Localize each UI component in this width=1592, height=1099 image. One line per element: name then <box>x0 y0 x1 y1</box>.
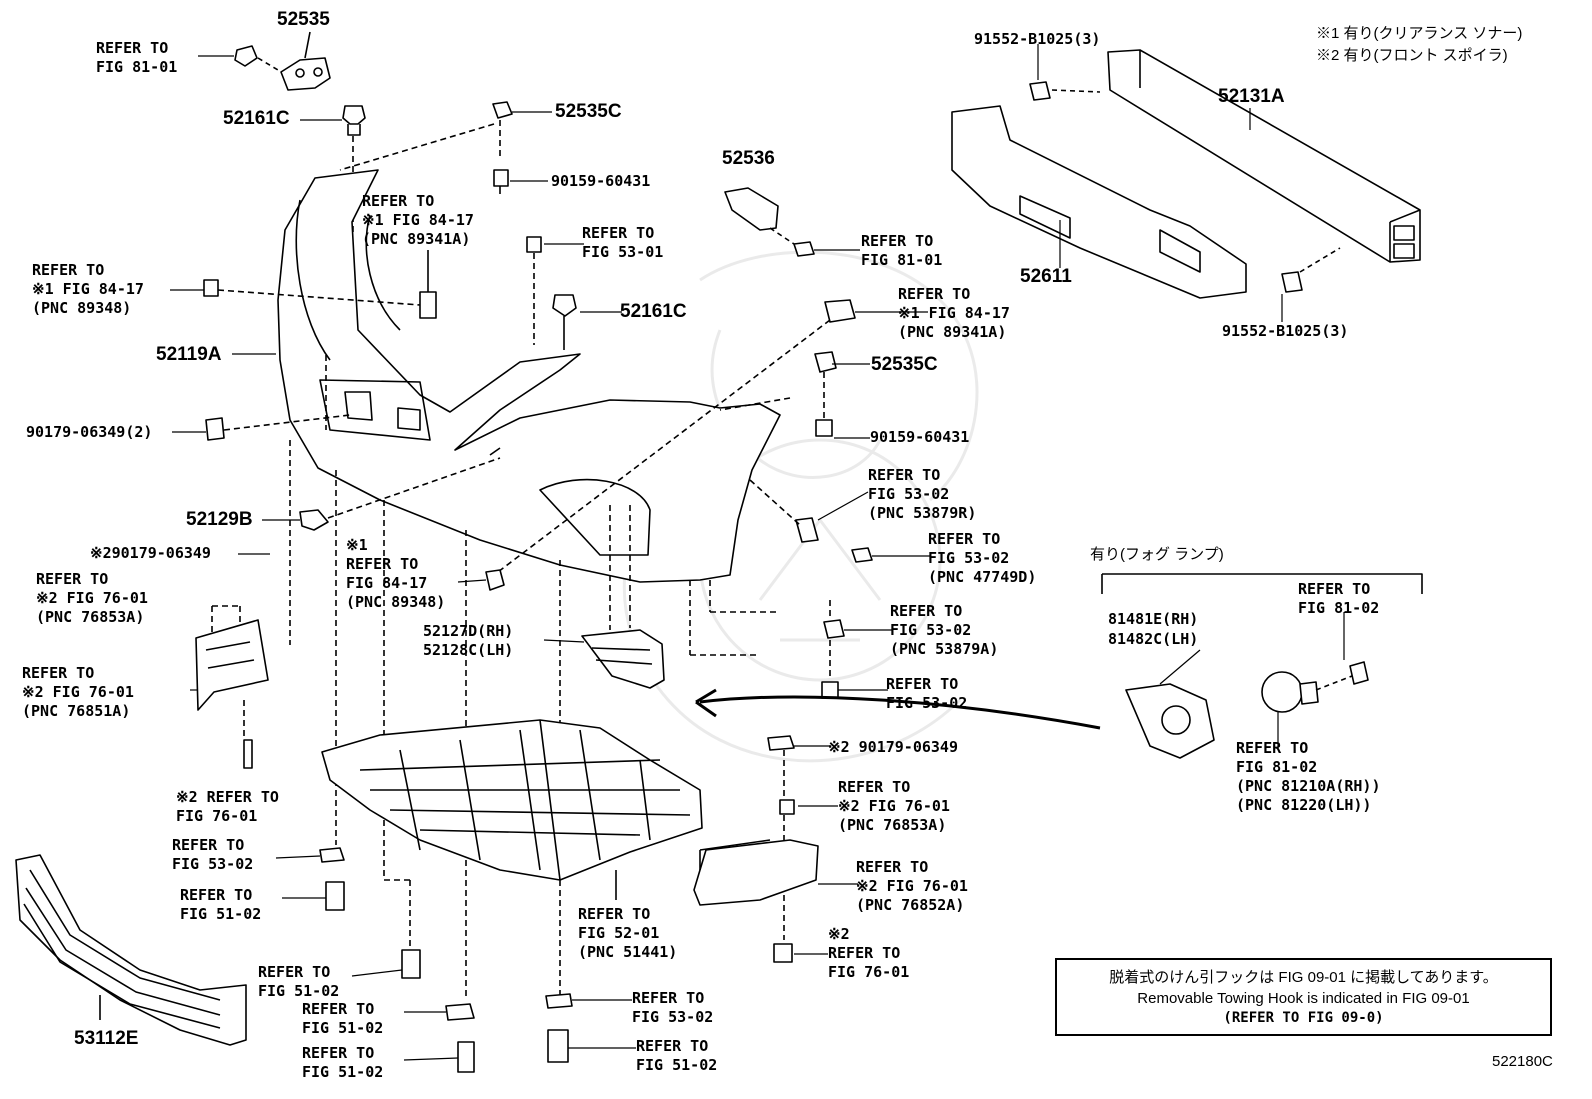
ref-fig-53-02-e[interactable]: REFER TO FIG 53-02 <box>172 836 254 873</box>
leader-lines <box>170 44 1345 1061</box>
part-91552-top-label[interactable]: 91552-B1025(3) <box>974 30 1101 48</box>
part-90179-left-label[interactable]: ※290179-06349 <box>90 544 211 562</box>
note-fog-lamp: 有り(フォグ ランプ) <box>1090 546 1224 563</box>
part-91552-bottom-label[interactable]: 91552-B1025(3) <box>1222 322 1349 340</box>
part-90159-mid-label[interactable]: 90159-60431 <box>870 428 970 446</box>
part-52535-label[interactable]: 52535 <box>277 9 330 30</box>
ref-fig-81-02-b[interactable]: REFER TO FIG 81-02 (PNC 81210A(RH)) (PNC… <box>1236 739 1381 814</box>
part-52128c-label[interactable]: 52128C(LH) <box>423 641 514 659</box>
ref-fig-76-01-d[interactable]: REFER TO ※2 FIG 76-01 (PNC 76853A) <box>838 778 950 834</box>
ref-fig-51-02-a[interactable]: REFER TO FIG 51-02 <box>180 886 262 923</box>
ref-fig-76-01-a[interactable]: REFER TO ※2 FIG 76-01 (PNC 76853A) <box>36 570 148 626</box>
ref-fig-51-02-c[interactable]: REFER TO FIG 51-02 <box>302 1000 384 1037</box>
note-sonar: ※1 有り(クリアランス ソナー) <box>1316 25 1523 42</box>
part-90179-right-label[interactable]: ※2 90179-06349 <box>828 738 958 756</box>
energy-absorber-52611 <box>951 105 1247 299</box>
ref-fig-51-02-e[interactable]: REFER TO FIG 51-02 <box>302 1044 384 1081</box>
towing-hook-note-en: Removable Towing Hook is indicated in FI… <box>1137 990 1470 1007</box>
part-90179-06349-2-label[interactable]: 90179-06349(2) <box>26 423 153 441</box>
ref-fig-76-01-c[interactable]: ※2 REFER TO FIG 76-01 <box>176 788 279 825</box>
ref-fig-53-02-b[interactable]: REFER TO FIG 53-02 (PNC 47749D) <box>928 530 1037 586</box>
ref-fig-76-01-f[interactable]: ※2 REFER TO FIG 76-01 <box>828 925 910 981</box>
ref-fig-76-01-e[interactable]: REFER TO ※2 FIG 76-01 (PNC 76852A) <box>856 858 968 914</box>
part-52127d-label[interactable]: 52127D(RH) <box>423 622 514 640</box>
ref-fig-53-02-d[interactable]: REFER TO FIG 53-02 <box>886 675 968 712</box>
bumper-reinforcement-52131a <box>1107 49 1421 263</box>
reinforcement-bolts <box>1029 81 1341 293</box>
sonar-retainers <box>203 250 856 591</box>
bracket-52535-drawing <box>234 31 331 91</box>
note-spoiler: ※2 有り(フロント スポイラ) <box>1316 47 1508 64</box>
towing-hook-note-box: 脱着式のけん引フックは FIG 09-01 に掲載してあります。 Removab… <box>1055 958 1552 1036</box>
ref-fig-84-17-c[interactable]: REFER TO ※1 FIG 84-17 (PNC 89341A) <box>898 285 1010 341</box>
engine-undercover <box>321 719 703 900</box>
ref-fig-84-17-d[interactable]: ※1 REFER TO FIG 84-17 (PNC 89348) <box>346 536 446 611</box>
ref-fig-53-02-f[interactable]: REFER TO FIG 53-02 <box>632 989 714 1026</box>
part-81482c-label[interactable]: 81482C(LH) <box>1108 630 1199 648</box>
part-53112e-label[interactable]: 53112E <box>74 1028 139 1049</box>
ref-fig-51-02-b[interactable]: REFER TO FIG 51-02 <box>258 963 340 1000</box>
part-52161c-mid-label[interactable]: 52161C <box>620 301 687 322</box>
diagram-code: 522180C <box>1492 1053 1553 1070</box>
part-52536-label[interactable]: 52536 <box>722 148 775 169</box>
part-52131a-label[interactable]: 52131A <box>1218 86 1285 107</box>
bolts <box>205 236 837 531</box>
part-90159-top-label[interactable]: 90159-60431 <box>551 172 651 190</box>
part-52535c-mid-label[interactable]: 52535C <box>871 354 938 375</box>
right-clips <box>749 479 873 963</box>
part-52119a-label[interactable]: 52119A <box>156 344 222 365</box>
part-52129b-label[interactable]: 52129B <box>186 509 253 530</box>
bracket-52536 <box>724 187 815 257</box>
bumper-cover-52119a <box>277 169 781 583</box>
ref-fig-84-17-b[interactable]: REFER TO ※1 FIG 84-17 (PNC 89348) <box>32 261 144 317</box>
ref-fig-81-01-a[interactable]: REFER TO FIG 81-01 <box>96 39 178 76</box>
fog-cover-52127d <box>581 505 665 689</box>
fog-lamp-group <box>695 573 1423 759</box>
towing-hook-note-jp: 脱着式のけん引フックは FIG 09-01 に掲載してあります。 <box>1109 969 1498 986</box>
bottom-fasteners <box>243 739 573 1073</box>
ref-fig-53-02-a[interactable]: REFER TO FIG 53-02 (PNC 53879R) <box>868 466 977 522</box>
part-52161c-top-label[interactable]: 52161C <box>223 108 290 129</box>
part-52611-label[interactable]: 52611 <box>1020 266 1072 287</box>
ref-fig-53-01[interactable]: REFER TO FIG 53-01 <box>582 224 664 261</box>
ref-fig-76-01-b[interactable]: REFER TO ※2 FIG 76-01 (PNC 76851A) <box>22 664 134 720</box>
ref-fig-53-02-c[interactable]: REFER TO FIG 53-02 (PNC 53879A) <box>890 602 999 658</box>
towing-hook-ref[interactable]: (REFER TO FIG 09-0) <box>1223 1010 1384 1026</box>
lower-grille-53112e <box>15 854 247 1046</box>
ref-fig-81-01-b[interactable]: REFER TO FIG 81-01 <box>861 232 943 269</box>
clip-52535c-top <box>339 101 513 194</box>
ref-fig-84-17-a[interactable]: REFER TO ※1 FIG 84-17 (PNC 89341A) <box>362 192 474 248</box>
part-52535c-top-label[interactable]: 52535C <box>555 101 622 122</box>
part-81481e-label[interactable]: 81481E(RH) <box>1108 610 1199 628</box>
ref-fig-52-01[interactable]: REFER TO FIG 52-01 (PNC 51441) <box>578 905 678 961</box>
front-spoilers <box>195 619 819 906</box>
ref-fig-81-02-a[interactable]: REFER TO FIG 81-02 <box>1298 580 1380 617</box>
ref-fig-51-02-d[interactable]: REFER TO FIG 51-02 <box>636 1037 718 1074</box>
